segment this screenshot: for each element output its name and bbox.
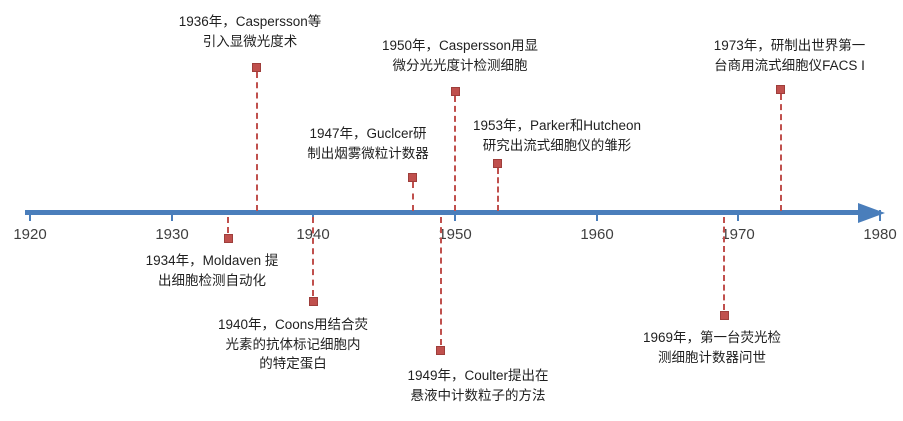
- event-connector-line: [227, 217, 229, 233]
- axis-arrow-icon: [858, 203, 885, 223]
- event-connector-line: [256, 72, 258, 211]
- event-marker: [451, 87, 460, 96]
- axis-tick-1980: [879, 210, 881, 221]
- axis-tick-label: 1960: [580, 226, 614, 243]
- event-connector-line: [440, 217, 442, 345]
- event-marker: [720, 311, 729, 320]
- event-label: 1949年，Coulter提出在 悬液中计数粒子的方法: [407, 368, 549, 403]
- event-label: 1947年，Guclcer研 制出烟雾微粒计数器: [307, 126, 429, 161]
- event-marker: [408, 173, 417, 182]
- event-marker: [436, 346, 445, 355]
- event-connector-line: [412, 182, 414, 211]
- axis-tick-1970: [737, 210, 739, 221]
- event-label: 1953年，Parker和Hutcheon 研究出流式细胞仪的雏形: [472, 118, 642, 153]
- event-marker: [224, 234, 233, 243]
- event-marker: [252, 63, 261, 72]
- axis-tick-1960: [596, 210, 598, 221]
- event-marker: [493, 159, 502, 168]
- event-marker: [309, 297, 318, 306]
- axis-tick-1940: [312, 210, 314, 221]
- event-connector-line: [723, 217, 725, 310]
- event-label: 1950年，Caspersson用显 微分光光度计检测细胞: [381, 38, 539, 73]
- axis-tick-label: 1970: [721, 226, 755, 243]
- event-label: 1940年，Coons用结合荧 光素的抗体标记细胞内 的特定蛋白: [217, 317, 369, 372]
- axis-tick-label: 1950: [438, 226, 472, 243]
- event-connector-line: [454, 96, 456, 211]
- axis-tick-label: 1930: [155, 226, 189, 243]
- axis-tick-1920: [29, 210, 31, 221]
- axis-tick-label: 1980: [863, 226, 897, 243]
- event-connector-line: [312, 217, 314, 296]
- axis-tick-1950: [454, 210, 456, 221]
- event-label: 1934年，Moldaven 提 出细胞检测自动化: [145, 253, 279, 288]
- event-connector-line: [497, 168, 499, 211]
- axis-tick-1930: [171, 210, 173, 221]
- event-label: 1973年，研制出世界第一 台商用流式细胞仪FACS I: [713, 38, 866, 73]
- event-label: 1936年，Caspersson等 引入显微光度术: [178, 14, 322, 49]
- event-marker: [776, 85, 785, 94]
- axis-tick-label: 1920: [13, 226, 47, 243]
- event-label: 1969年，第一台荧光检 测细胞计数器问世: [642, 330, 782, 365]
- timeline-axis: [25, 210, 862, 215]
- event-connector-line: [780, 94, 782, 211]
